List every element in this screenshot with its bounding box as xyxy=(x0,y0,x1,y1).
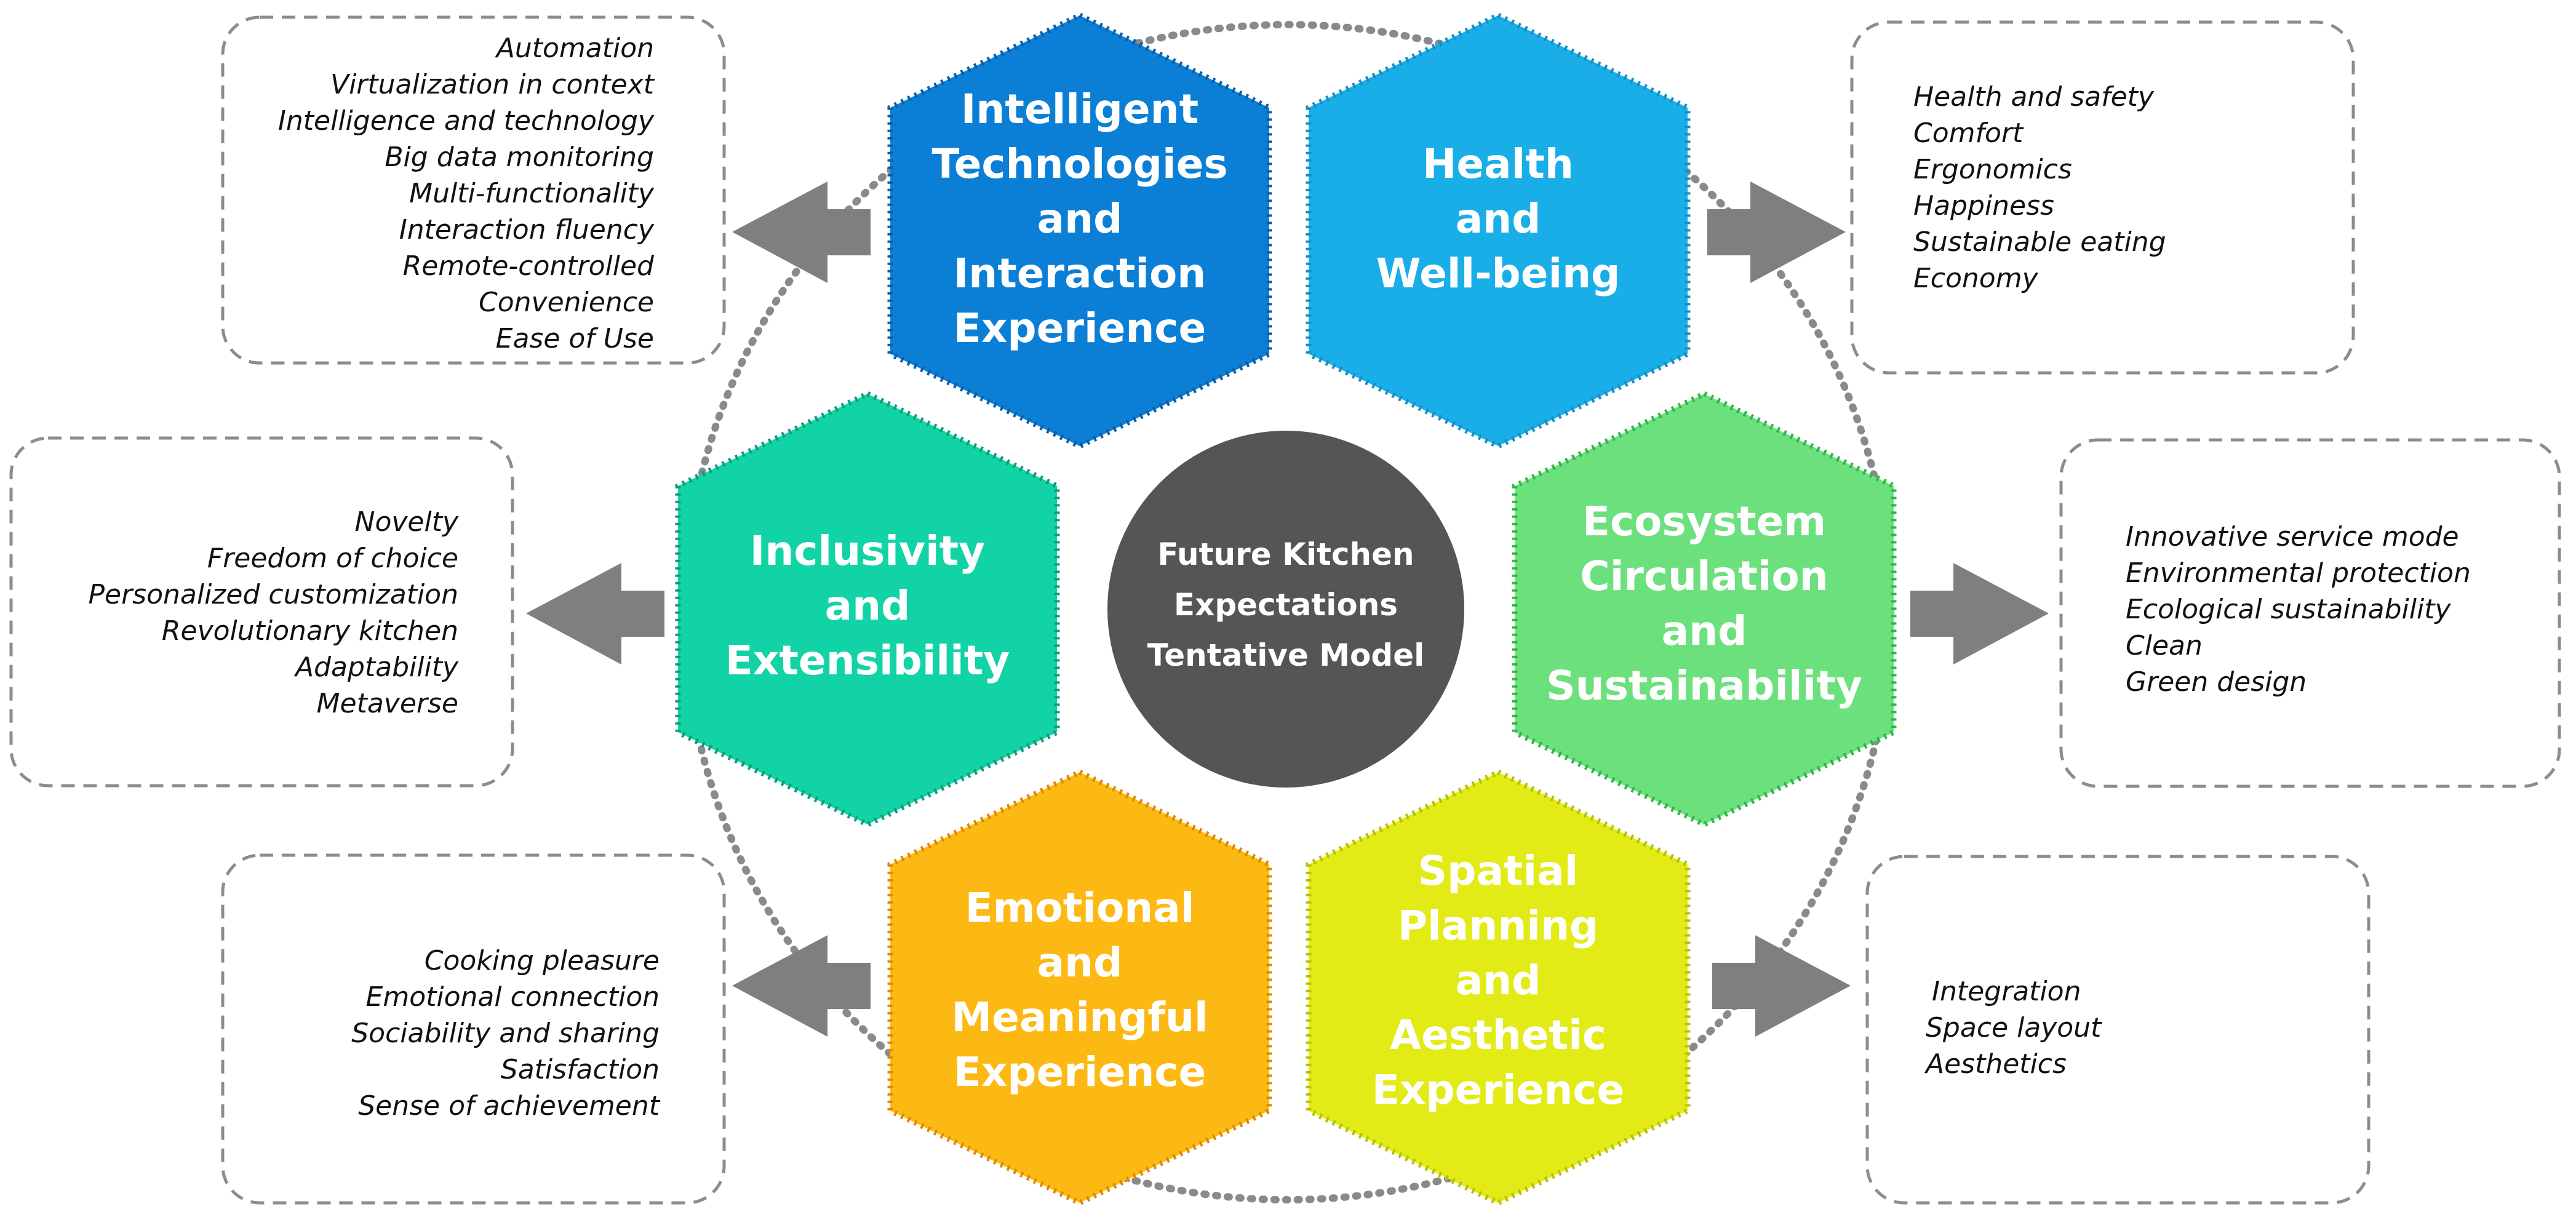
box-ecosystem: Innovative service mode Environmental pr… xyxy=(2059,438,2561,788)
arrow-right-icon xyxy=(1910,563,2049,664)
box-item: Remote-controlled xyxy=(403,250,655,282)
box-item: Intelligence and technology xyxy=(278,105,655,137)
box-item: Automation xyxy=(495,33,654,64)
hex-title-line: Interaction xyxy=(954,250,1206,297)
box-item: Environmental protection xyxy=(2126,557,2471,589)
hex-title-line: Inclusivity xyxy=(750,527,985,575)
arrow-left-icon xyxy=(526,563,664,664)
box-item: Metaverse xyxy=(317,688,458,719)
hex-title-line: Experience xyxy=(954,1048,1206,1096)
box-tech: Automation Virtualization in context Int… xyxy=(221,15,726,365)
box-emotional: Cooking pleasure Emotional connection So… xyxy=(221,853,726,1205)
box-health: Health and safety Comfort Ergonomics Hap… xyxy=(1850,20,2355,375)
hex-title-line: Planning xyxy=(1398,902,1598,949)
box-item: Big data monitoring xyxy=(385,142,654,173)
hex-title-line: Sustainability xyxy=(1546,662,1862,709)
box-item: Aesthetics xyxy=(1924,1048,2067,1080)
hex-title-line: Health xyxy=(1422,140,1574,188)
box-item: Convenience xyxy=(479,287,654,318)
box-item: Sense of achievement xyxy=(358,1090,661,1122)
box-item: Freedom of choice xyxy=(207,543,458,574)
hex-title-line: and xyxy=(825,582,911,629)
box-item: Emotional connection xyxy=(366,981,660,1013)
box-item: Cooking pleasure xyxy=(425,945,660,976)
hex-title-line: Experience xyxy=(1372,1066,1624,1114)
hex-title-line: and xyxy=(1456,195,1541,242)
box-item: Multi-functionality xyxy=(409,178,655,209)
hex-title-line: Meaningful xyxy=(951,994,1208,1041)
arrow-right-icon xyxy=(1712,935,1851,1037)
box-item: Integration xyxy=(1932,976,2081,1007)
arrow-left-icon xyxy=(732,935,871,1037)
box-item: Economy xyxy=(1913,263,2039,294)
box-item: Virtualization in context xyxy=(330,69,655,100)
hex-title-line: Aesthetic xyxy=(1390,1012,1606,1059)
hex-title-line: Experience xyxy=(954,305,1206,352)
box-item: Happiness xyxy=(1913,190,2054,221)
box-item: Health and safety xyxy=(1913,81,2155,113)
hex-health: Health and Well-being xyxy=(1306,12,1691,450)
center-title-line: Future Kitchen xyxy=(1157,537,1414,572)
hex-title-line: and xyxy=(1456,957,1541,1004)
box-item: Ease of Use xyxy=(496,323,654,354)
arrow-right-icon xyxy=(1707,182,1846,283)
hex-tech: Intelligent Technologies and Interaction… xyxy=(887,12,1272,450)
box-item: Innovative service mode xyxy=(2126,521,2459,553)
hex-title-line: Spatial xyxy=(1418,847,1579,895)
center-title-line: Expectations xyxy=(1174,587,1398,623)
box-spatial: Integration Space layout Aesthetics xyxy=(1865,855,2371,1205)
box-item: Satisfaction xyxy=(501,1054,660,1085)
center-title-line: Tentative Model xyxy=(1147,637,1425,673)
box-item: Ergonomics xyxy=(1913,154,2072,185)
box-item: Comfort xyxy=(1913,118,2024,149)
hex-title-line: Well-being xyxy=(1376,250,1621,297)
box-item: Space layout xyxy=(1926,1012,2102,1043)
hex-title-line: and xyxy=(1662,607,1747,655)
hex-title-line: Circulation xyxy=(1580,553,1828,600)
box-inclusivity: Novelty Freedom of choice Personalized c… xyxy=(9,436,514,788)
box-item: Adaptability xyxy=(293,652,459,683)
hex-title-line: and xyxy=(1037,195,1123,242)
hex-inclusivity: Inclusivity and Extensibility xyxy=(675,390,1060,828)
hex-title-line: Ecosystem xyxy=(1582,498,1826,545)
hex-title-line: Technologies xyxy=(931,140,1227,188)
center-node: Future Kitchen Expectations Tentative Mo… xyxy=(1107,431,1464,788)
box-item: Green design xyxy=(2126,666,2307,698)
box-item: Ecological sustainability xyxy=(2126,594,2451,625)
hex-emotional: Emotional and Meaningful Experience xyxy=(887,768,1272,1207)
arrow-left-icon xyxy=(732,182,871,283)
hex-title-line: Intelligent xyxy=(961,86,1198,133)
box-item: Clean xyxy=(2126,630,2203,661)
box-item: Personalized customization xyxy=(88,579,458,610)
box-item: Novelty xyxy=(355,506,459,538)
box-item: Interaction fluency xyxy=(399,214,655,245)
box-item: Sustainable eating xyxy=(1913,226,2166,258)
box-item: Revolutionary kitchen xyxy=(162,615,458,647)
hex-spatial: Spatial Planning and Aesthetic Experienc… xyxy=(1306,768,1691,1207)
hex-ecosystem: Ecosystem Circulation and Sustainability xyxy=(1512,390,1897,828)
hex-title-line: Extensibility xyxy=(725,637,1010,684)
hex-title-line: Emotional xyxy=(965,884,1195,932)
box-item: Sociability and sharing xyxy=(351,1018,660,1049)
hex-title-line: and xyxy=(1037,939,1123,986)
